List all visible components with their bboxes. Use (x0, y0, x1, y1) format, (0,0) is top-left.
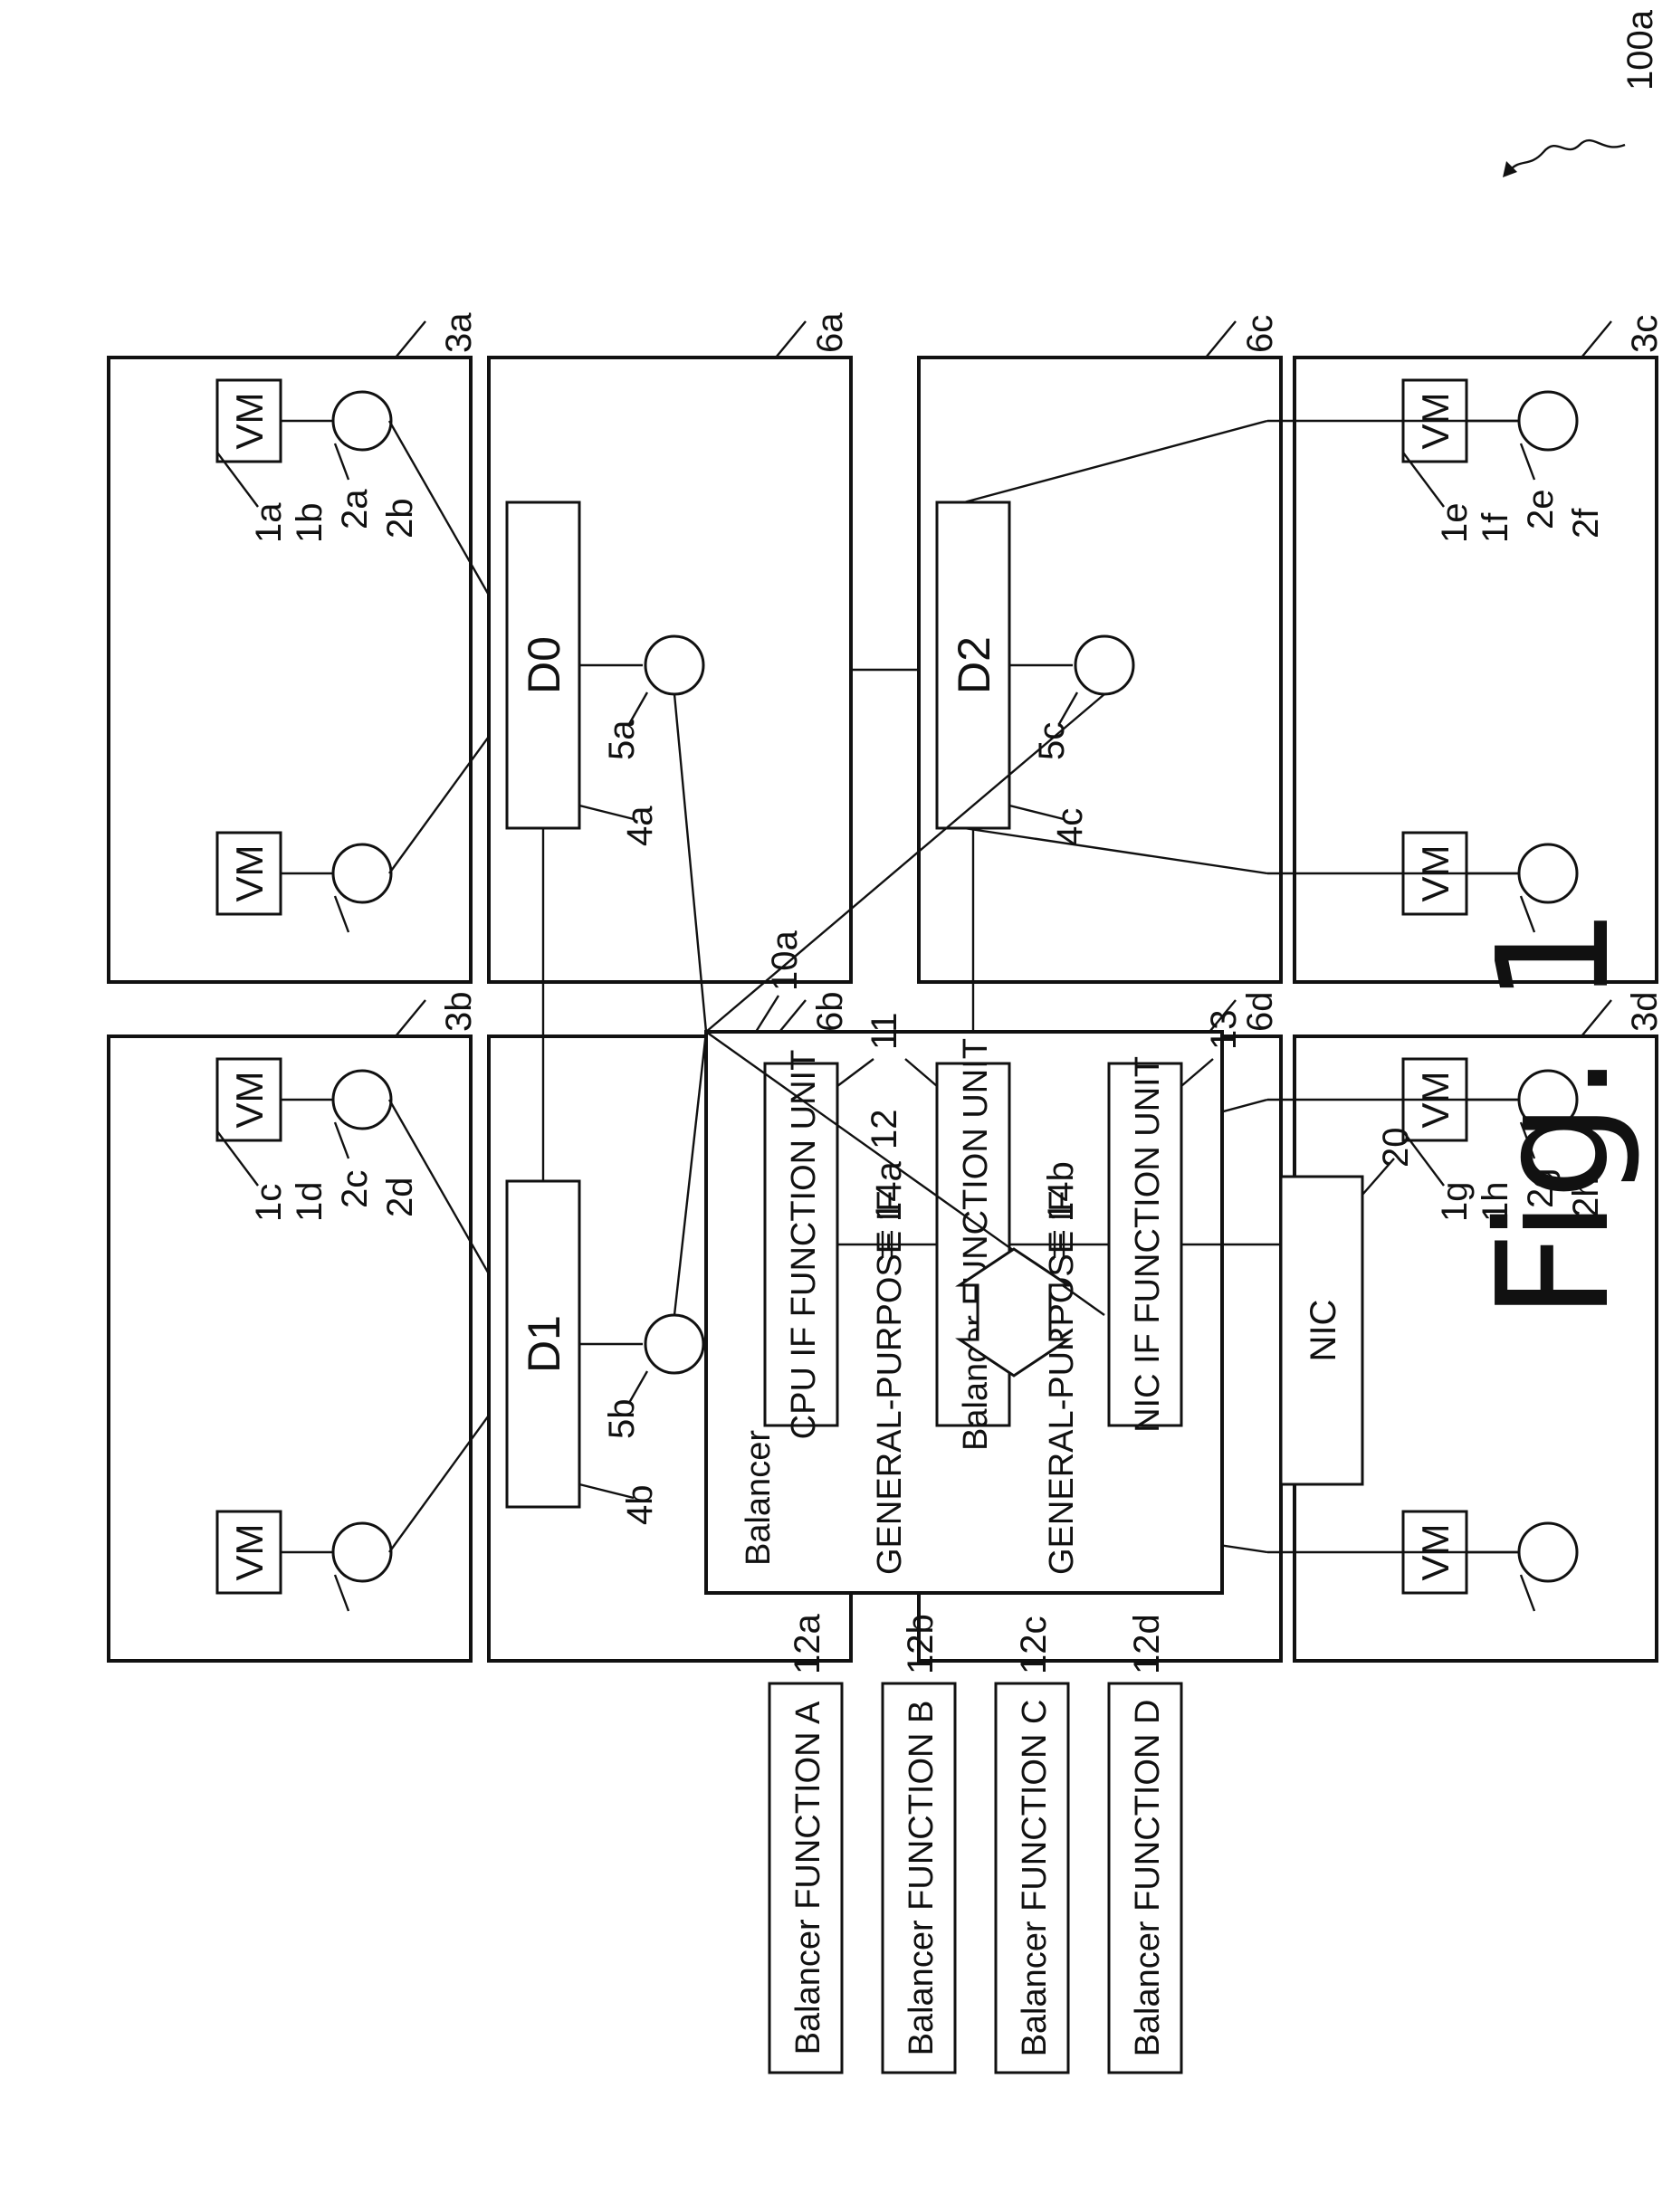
vm-port (333, 1071, 391, 1129)
balancer-function-b-label: Balancer FUNCTION B (903, 1701, 941, 2056)
balancer-ref-leader (756, 996, 779, 1032)
vm-label: VM (228, 1524, 271, 1581)
socket-ref: 3c (1625, 315, 1665, 353)
socket-ref: 3b (439, 992, 479, 1033)
vm-port (333, 1523, 391, 1581)
figure-ref-label: 100a (1620, 9, 1660, 91)
general-purpose-if-a-ref: 14a (869, 1161, 909, 1222)
bus-ref: 4b (620, 1485, 660, 1526)
figure-ref-arrowhead (1503, 161, 1517, 177)
board-ref: 6b (810, 992, 850, 1033)
balancer-function-c-ref: 12c (1014, 1616, 1054, 1675)
port-ref: 2a (335, 489, 375, 529)
cpu-if-label: CPU IF FUNCTION UNIT (785, 1050, 823, 1440)
socket-3a: 3a VM VM 1a 1b 2a 2b (109, 312, 534, 982)
vm-label: VM (228, 393, 271, 450)
general-purpose-if-b-ref: 14b (1041, 1161, 1081, 1222)
bus-ref: 4a (620, 806, 660, 846)
vm-label: VM (228, 1072, 271, 1129)
nic-if-ref: 13 (1204, 1010, 1244, 1051)
socket-box (109, 358, 471, 982)
general-purpose-if-b-label: GENERAL-PURPOSE IF (1043, 1191, 1081, 1575)
device-port-ref: 5a (602, 720, 642, 760)
vm-label: VM (228, 845, 271, 902)
balancer-ref: 10a (765, 930, 805, 991)
balancer-function-d-ref: 12d (1127, 1614, 1167, 1674)
device-label: D0 (519, 636, 569, 694)
vm-ref: 1b (290, 503, 330, 544)
socket-3b: 3b VM VM 1c 1d 2c 2d (109, 992, 534, 1662)
figure-ref: 100a (1503, 9, 1660, 177)
vm-port (333, 844, 391, 902)
port-ref: 2c (335, 1170, 375, 1208)
socket-ref-leader (396, 321, 425, 358)
function-library: Balancer FUNCTION A 12a Balancer FUNCTIO… (769, 1614, 1181, 2073)
board-ref: 6c (1240, 315, 1280, 353)
balancer-10a: 10a Balancer CPU IF FUNCTION UNIT 11 Bal… (706, 930, 1244, 1593)
cpu-if-ref: 11 (865, 1012, 904, 1050)
balancer-function-unit-label: Balancer FUNCTION UNIT (957, 1038, 995, 1451)
balancer-function-c-label: Balancer FUNCTION C (1016, 1700, 1054, 2057)
general-purpose-if-a-label: GENERAL-PURPOSE IF (871, 1191, 909, 1575)
port-ref: 2e (1521, 490, 1561, 530)
port-ref: 2b (380, 499, 420, 539)
balancer-function-a-label: Balancer FUNCTION A (789, 1701, 827, 2055)
nic-label: NIC (1304, 1300, 1343, 1362)
device-port (1075, 636, 1133, 694)
balancer-function-a-ref: 12a (788, 1614, 827, 1674)
board-ref: 6d (1240, 992, 1280, 1033)
balancer-function-b-ref: 12b (901, 1614, 941, 1674)
device-label: D1 (519, 1315, 569, 1373)
vm-port (1519, 1523, 1577, 1581)
nic-if-label: NIC IF FUNCTION UNIT (1129, 1056, 1167, 1433)
socket-box (109, 1036, 471, 1661)
balancer-function-unit-ref: 12 (865, 1110, 904, 1150)
bus-ref: 4c (1050, 808, 1090, 846)
socket-ref-leader (396, 1000, 425, 1036)
socket-ref-leader (1581, 321, 1611, 358)
socket-box (1295, 358, 1657, 982)
figure-caption: Fig. 1 (1465, 907, 1644, 1321)
socket-ref: 3a (439, 312, 479, 353)
vm-port (333, 392, 391, 450)
port-ref: 2d (380, 1178, 420, 1218)
board-ref-leader (1206, 321, 1236, 358)
vm-port (1519, 844, 1577, 902)
nic-ref: 20 (1376, 1128, 1416, 1168)
port-ref: 2f (1566, 508, 1606, 539)
device-label: D2 (949, 636, 999, 694)
balancer-function-d-label: Balancer FUNCTION D (1129, 1700, 1167, 2057)
device-port (645, 1315, 703, 1373)
board-ref: 6a (810, 312, 850, 353)
device-port-ref: 5b (602, 1399, 642, 1440)
board-ref-leader (776, 321, 806, 358)
device-port (645, 636, 703, 694)
vm-ref: 1d (290, 1182, 330, 1223)
figure-ref-leader (1510, 140, 1625, 170)
vm-ref: 1f (1476, 512, 1515, 543)
balancer-title: Balancer (740, 1430, 778, 1566)
vm-ref: 1e (1435, 503, 1475, 544)
vm-port (1519, 392, 1577, 450)
vm-ref: 1a (249, 502, 289, 543)
socket-3c: 3c VM VM 1e 1f 2e 2f (1295, 315, 1665, 982)
vm-ref: 1c (249, 1184, 289, 1222)
